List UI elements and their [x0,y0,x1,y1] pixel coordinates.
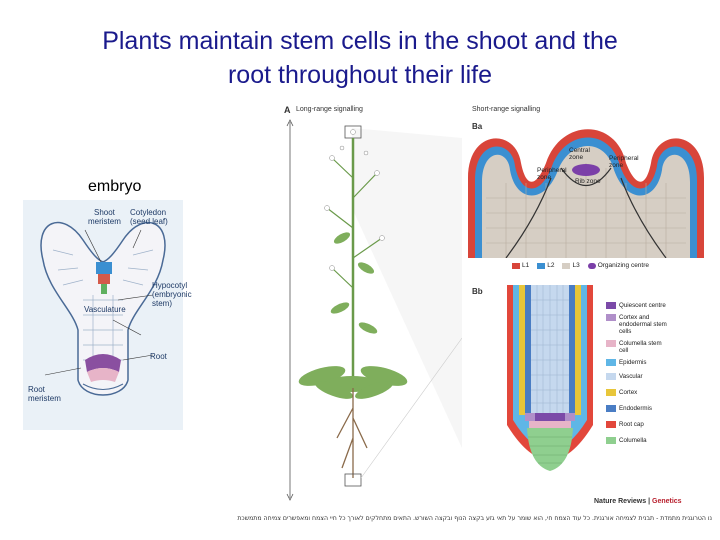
legend-swatch [606,405,616,412]
panel-ba-letter: Ba [472,122,483,131]
panel-bb-legend: Quiescent centre Cortex and endodermal s… [606,302,706,444]
legend-item: Vascular [606,373,706,380]
legend-item: Cortex and endodermal stem cells [606,314,706,335]
legend-swatch [606,437,616,444]
shoot-meristem-diagram [468,129,704,258]
panel-ba-title: Short-range signalling [472,106,541,113]
title-line-1: Plants maintain stem cells in the shoot … [102,27,618,55]
legend-label: Organizing centre [597,262,650,269]
legend-label: Cortex and endodermal stem cells [619,314,667,335]
legend-item: Organizing centre [587,262,650,269]
legend-label: Endodermis [619,405,653,412]
title-line-2: root throughout their life [227,61,493,89]
legend-item: Root cap [606,421,706,428]
legend-swatch [606,373,616,380]
label-peripheral-zone-left: Peripheral zone [537,167,567,181]
legend-item: Columella [606,437,706,444]
legend-item: Columella stem cell [606,340,706,354]
slide-title: Plants maintain stem cells in the shoot … [30,24,690,92]
legend-label: Epidermis [619,359,647,366]
legend-swatch [512,262,520,269]
embryo-label-root: Root [150,352,167,361]
embryo-label: embryo [88,178,142,195]
embryo-label-cotyledon: Cotyledon (seed leaf) [130,208,168,226]
hebrew-caption: נו הטרוגנית מתמדת - תבנית לצמיחה אורגנית… [237,515,712,522]
embryo-label-vasculature: Vasculature [84,305,126,314]
legend-swatch [537,262,546,269]
legend-swatch [606,421,616,428]
legend-swatch [606,340,616,347]
legend-label: Cortex [619,389,638,396]
root-tip-diagram [507,285,593,471]
legend-swatch [606,302,616,309]
legend-item: Endodermis [606,405,706,412]
legend-label: Columella [619,437,647,444]
legend-label: Quiescent centre [619,302,666,309]
legend-label: Root cap [619,421,644,428]
embryo-label-shoot-meristem: Shoot meristem [88,208,121,226]
legend-item: L1 [512,262,529,269]
label-central-zone: Central zone [569,147,590,161]
legend-item: L3 [562,262,580,269]
legend-label: Columella stem cell [619,340,662,354]
legend-item: Cortex [606,389,706,396]
panel-a-title: Long-range signalling [296,106,363,113]
credit-journal: Genetics [652,498,682,505]
figure-credit: Nature Reviews | Genetics [594,498,682,505]
legend-swatch [606,389,616,396]
legend-swatch [562,262,571,269]
embryo-label-root-meristem: Root meristem [28,385,61,403]
panel-a-letter: A [284,105,291,115]
legend-item: L2 [537,262,554,269]
embryo-illustration [23,200,183,430]
legend-item: Quiescent centre [606,302,706,309]
legend-label: Vascular [619,373,643,380]
legend-swatch [606,359,616,366]
legend-label: L1 [522,262,530,269]
legend-label: L2 [547,262,555,269]
label-rib-zone: Rib zone [575,178,601,185]
embryo-label-hypocotyl: Hypocotyl (embryonic stem) [152,281,192,308]
credit-brand: Nature Reviews [594,498,647,505]
legend-swatch [606,314,616,321]
credit-separator: | [646,498,652,505]
label-peripheral-zone: Peripheral zone [609,155,639,169]
panel-ba-legend: L1 L2 L3 Organizing centre [512,262,649,269]
plant-illustration [286,119,462,501]
legend-swatch [587,262,596,269]
panel-bb-letter: Bb [472,287,483,296]
legend-label: L3 [572,262,580,269]
legend-item: Epidermis [606,359,706,366]
